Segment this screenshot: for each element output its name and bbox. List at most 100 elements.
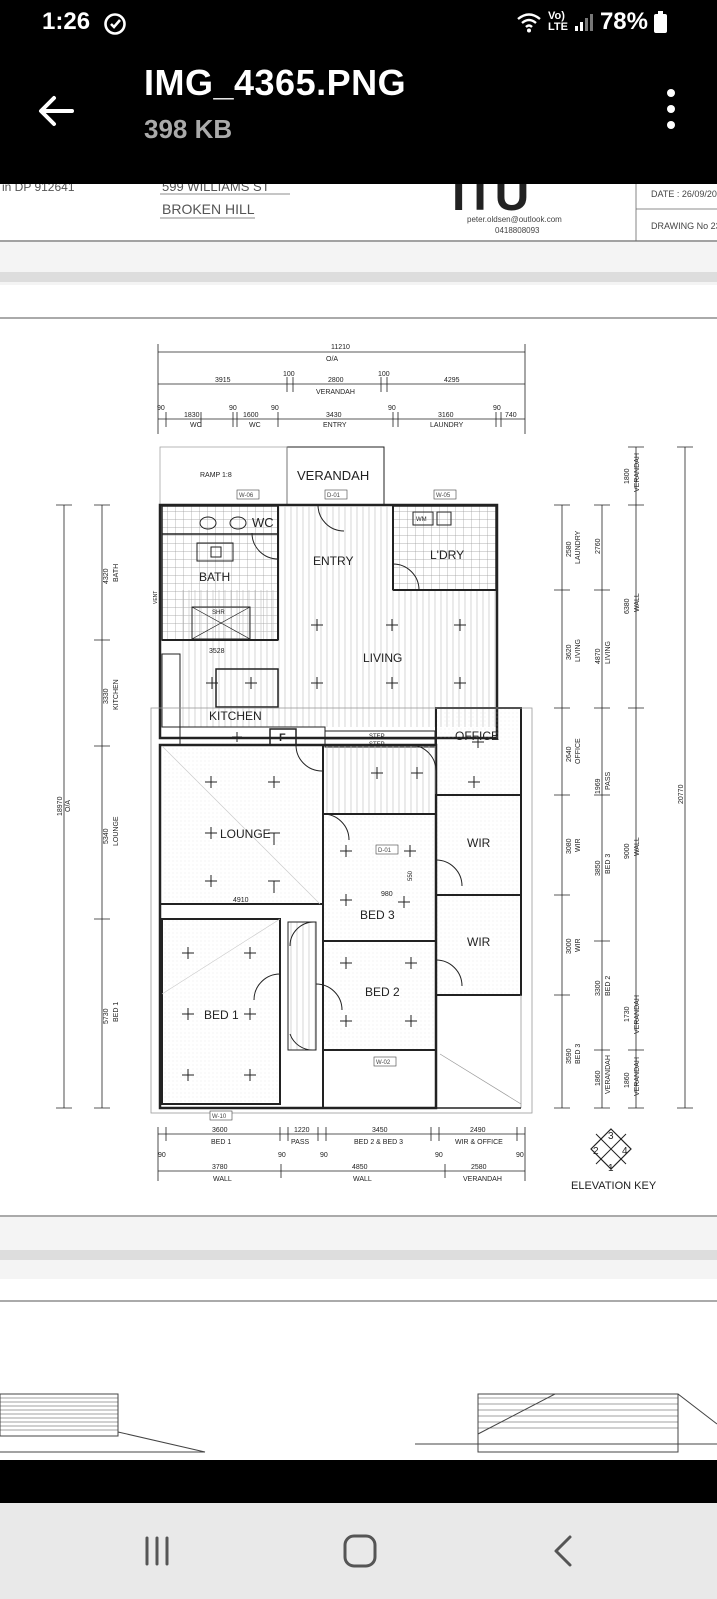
dim-left-0-label: BATH <box>113 564 120 582</box>
dim-top-label-entry: ENTRY <box>323 422 347 429</box>
dim-left-overall-label: O/A <box>65 800 72 812</box>
left-dimensions <box>56 504 110 1109</box>
dim-top-r3-8: 90 <box>493 405 501 412</box>
window-tag: W-05 <box>436 493 451 499</box>
dim-top-overall-label: O/A <box>326 356 338 363</box>
window-tag: W-06 <box>239 493 254 499</box>
dim-top-r2-1: 100 <box>283 371 295 378</box>
dim-bot-r2-0: 3780 <box>212 1164 228 1171</box>
dim-top-r2-label: VERANDAH <box>316 389 355 396</box>
downlights <box>182 619 484 1081</box>
dim-top-r3-0: 90 <box>157 405 165 412</box>
label-kitchen: KITCHEN <box>209 709 262 723</box>
key-1: 1 <box>608 1163 614 1174</box>
label-lounge: LOUNGE <box>220 827 271 841</box>
dim-980: 980 <box>381 891 393 898</box>
label-wm: WM <box>416 517 427 523</box>
dim-top-label-wc1: WC <box>190 422 202 429</box>
dim-right-c2-3: 3850 <box>595 860 602 876</box>
company-logo: ITU <box>452 184 529 221</box>
dim-bot-90-1: 90 <box>278 1152 286 1159</box>
dim-bot-label-1: PASS <box>291 1139 309 1146</box>
dim-right-c1-2: 2640 <box>566 746 573 762</box>
dim-right-c2-3-label: BED 3 <box>605 854 612 874</box>
dim-bot-label-3: WIR & OFFICE <box>455 1139 503 1146</box>
dim-top-r3-3: 1600 <box>243 412 259 419</box>
dim-left-1: 3330 <box>103 688 110 704</box>
dim-bot-90-3: 90 <box>435 1152 443 1159</box>
image-viewer[interactable]: in DP 912641 599 WILLIAMS ST BROKEN HILL… <box>0 184 717 1460</box>
status-time: 1:26 <box>42 8 91 35</box>
dim-left-2: 5340 <box>103 828 110 844</box>
dim-right-c1-1: 3620 <box>566 644 573 660</box>
elevation-preview <box>0 1393 717 1453</box>
battery-icon <box>654 11 667 33</box>
elevation-key-label: ELEVATION KEY <box>571 1180 657 1192</box>
floor-plan <box>150 446 533 1114</box>
back-arrow-icon[interactable] <box>32 86 82 136</box>
back-icon[interactable] <box>533 1521 593 1581</box>
dim-bot-90-0: 90 <box>158 1152 166 1159</box>
dim-bot-r1-2: 3450 <box>372 1127 388 1134</box>
dim-left-2-label: LOUNGE <box>113 816 120 846</box>
label-entry: ENTRY <box>313 554 353 568</box>
dim-right-c3-2: 9000 <box>624 843 631 859</box>
dim-bot-r2-2: 2580 <box>471 1164 487 1171</box>
dim-bot-r2-label-0: WALL <box>213 1176 232 1183</box>
home-icon[interactable] <box>330 1521 390 1581</box>
dim-bot-r2-1: 4850 <box>352 1164 368 1171</box>
dim-right-c1-0-label: LAUNDRY <box>575 530 582 564</box>
dim-right-c1-3-label: WIR <box>575 838 582 852</box>
dim-top-r2-4: 4295 <box>444 377 460 384</box>
dim-right-c2-2-label: PASS <box>605 772 612 790</box>
floor-plan-drawing: in DP 912641 599 WILLIAMS ST BROKEN HILL… <box>0 184 717 1453</box>
dim-left-0: 4320 <box>103 568 110 584</box>
recent-apps-icon[interactable] <box>127 1521 187 1581</box>
file-title: IMG_4365.PNG <box>144 62 407 103</box>
key-4: 4 <box>622 1146 628 1157</box>
label-laundry: L'DRY <box>430 548 464 562</box>
address-line2: BROKEN HILL <box>162 201 255 217</box>
dim-top-r3-6: 90 <box>388 405 396 412</box>
label-wir1: WIR <box>467 836 491 850</box>
lot-text: in DP 912641 <box>2 184 75 194</box>
dim-top-r3-5: 3430 <box>326 412 342 419</box>
more-options-icon[interactable] <box>661 84 681 134</box>
dim-top-r3-2: 90 <box>229 405 237 412</box>
dim-left-overall: 18970 <box>57 796 64 816</box>
dim-3528: 3528 <box>209 648 225 655</box>
dim-right-c3-2-label: WALL <box>634 837 641 856</box>
address-line1: 599 WILLIAMS ST <box>162 184 270 194</box>
room-labels: VERANDAH RAMP 1:8 WC ENTRY L'DRY BATH SH… <box>153 468 499 1022</box>
dim-right-c2-1: 4870 <box>595 648 602 664</box>
dim-right-c2-1-label: LIVING <box>605 641 612 664</box>
window-tag: D-01 <box>378 848 392 854</box>
dim-top-r2-0: 3915 <box>215 377 231 384</box>
sync-icon <box>104 13 126 35</box>
label-bed3: BED 3 <box>360 908 395 922</box>
label-f: F <box>279 732 286 744</box>
dim-right-c1-0: 2580 <box>566 541 573 557</box>
dim-top-r3-9: 740 <box>505 412 517 419</box>
dim-bot-label-0: BED 1 <box>211 1139 231 1146</box>
dim-top-r2-3: 100 <box>378 371 390 378</box>
dim-top-r3-4: 90 <box>271 405 279 412</box>
app-bar: IMG_4365.PNG 398 KB <box>0 46 717 184</box>
window-tag: D-01 <box>327 493 341 499</box>
dim-right-c1-2-label: OFFICE <box>575 738 582 764</box>
dim-top-label-laundry: LAUNDRY <box>430 422 464 429</box>
dim-top-r2-2: 2800 <box>328 377 344 384</box>
dim-bot-r1-3: 2490 <box>470 1127 486 1134</box>
drawing-number: DRAWING No 232 <box>651 221 717 231</box>
dim-top-r3-1: 1830 <box>184 412 200 419</box>
label-ramp: RAMP 1:8 <box>200 472 232 479</box>
phone-text: 0418808093 <box>495 226 540 235</box>
bottom-dimensions <box>157 1127 526 1181</box>
dim-bot-90-4: 90 <box>516 1152 524 1159</box>
dim-right-c3-3-label: VERANDAH <box>634 1057 641 1096</box>
dim-right-c3-1: 6380 <box>624 598 631 614</box>
dim-left-1-label: KITCHEN <box>113 679 120 710</box>
label-office: OFFICE <box>455 729 499 743</box>
dim-right-c1-4-label: WIR <box>575 938 582 952</box>
label-step1: STEP <box>369 734 385 740</box>
